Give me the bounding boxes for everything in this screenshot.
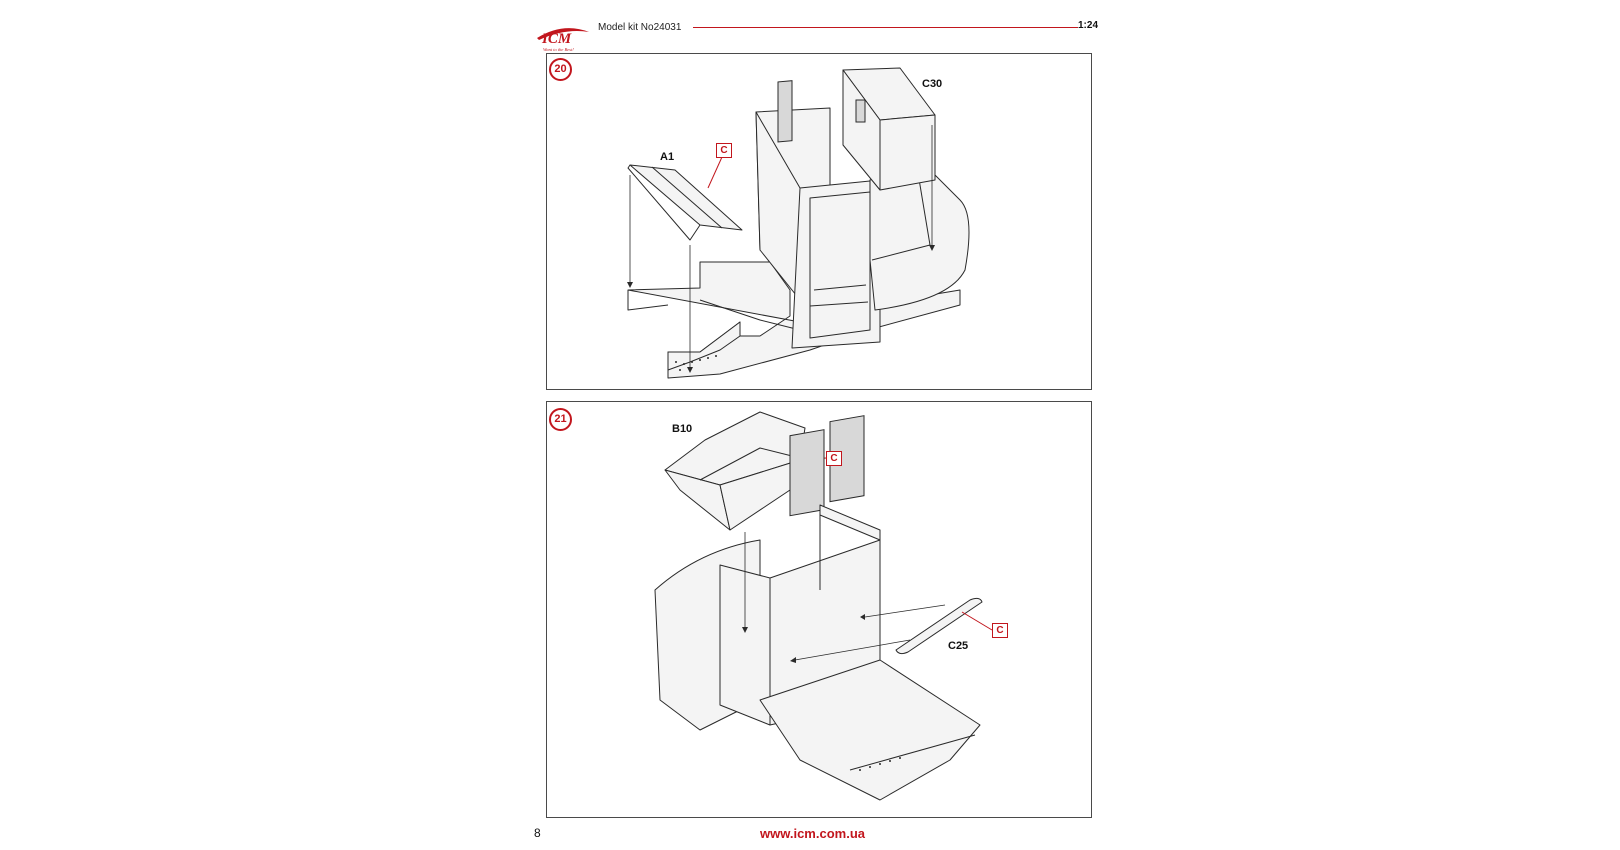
floor-step [667,321,741,371]
step-20-drawing [627,67,970,379]
part-label-b10: B10 [672,423,693,435]
part-c25 [895,597,983,655]
arrowhead-a1-2 [687,367,693,373]
cab-window [777,80,793,143]
arrowhead-c25-2 [790,657,796,663]
part-a1 [629,164,743,231]
part-label-c30: C30 [922,78,943,90]
header-rule [693,27,1078,28]
cab-roof-strip [819,504,881,541]
arrowhead-c30 [929,245,935,251]
paint-leader-a1 [707,156,723,189]
cab-window-1 [789,429,825,517]
part-c30-front [879,114,936,191]
floor-front [627,290,669,311]
kit-title: Model kit No24031 [598,22,682,33]
paint-code-a1: C [716,143,732,158]
floor-step-edge [849,734,976,771]
part-a1-seam [651,166,723,229]
logo-tagline: Want to the Best! [543,47,574,52]
part-c30-window [855,99,866,123]
part-b10-seat-edge [699,447,801,481]
icm-logo-mark: ICM Want to the Best! [537,28,589,52]
door-floor-line [813,284,867,291]
step-21-drawing [654,411,993,801]
floor-groove [699,299,801,331]
website-link[interactable]: www.icm.com.ua [760,826,865,841]
kit-scale: 1:24 [1078,20,1099,31]
page-number: 8 [534,826,541,840]
floor-rivets-21 [859,757,901,771]
paint-code-b10: C [826,451,842,466]
logo-brand: ICM [541,31,572,47]
part-a1-edge [627,164,701,241]
paint-code-c25: C [992,623,1008,638]
step-21-badge: 21 [549,408,572,431]
part-label-a1: A1 [660,151,675,163]
part-label-c25: C25 [948,640,969,652]
icm-logo: ICM Want to the Best! [533,20,591,52]
arrow-c25-2 [794,639,911,661]
arrowhead-a1-1 [627,282,633,288]
door-opening [809,191,871,339]
paint-leader-c25 [961,611,993,631]
arrowhead-c25-1 [860,614,865,620]
arrow-c25-1 [864,604,946,618]
arrowhead-b10 [742,627,748,633]
door-floor-line-2 [809,301,869,307]
cab-floor [759,659,981,801]
step-20-badge: 20 [549,58,572,81]
